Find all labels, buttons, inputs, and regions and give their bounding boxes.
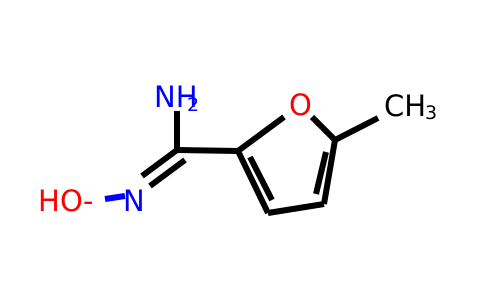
bond-c-n-double-a (140, 147, 179, 179)
ring-oxygen-label: O (289, 88, 312, 122)
oxime-o-dash: - (83, 184, 93, 218)
methyl-label: CH (384, 89, 426, 123)
bond-c4-c3 (267, 201, 325, 216)
methyl-subscript: 3 (425, 102, 437, 124)
bond-c5-ch3 (333, 115, 380, 143)
bond-c3-c2-a (235, 149, 271, 215)
bond-n-o (104, 193, 126, 202)
bonds (104, 111, 380, 216)
bond-c5-c4-b (313, 151, 329, 195)
bond-o-c5 (309, 114, 338, 143)
nh2-subscript: 2 (187, 94, 199, 116)
nh2-label: NH (154, 80, 198, 114)
bond-c-n-double-b (148, 157, 187, 189)
atom-labels: NH 2 O O H - N CH 3 (38, 80, 437, 218)
oxime-oxygen-label: O (60, 184, 83, 218)
oxime-nitrogen-label: N (123, 184, 145, 218)
bond-c5-c4-a (321, 139, 338, 205)
bond-c-ring (176, 147, 239, 154)
bond-c3-c2-b (247, 155, 275, 202)
bond-c2-o (236, 114, 286, 154)
oxime-hydrogen-label: H (38, 184, 60, 218)
